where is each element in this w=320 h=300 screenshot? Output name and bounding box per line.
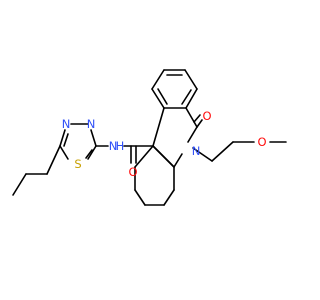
bond bbox=[134, 189, 146, 206]
bond bbox=[163, 189, 175, 206]
atom-n-ring-1: N bbox=[87, 117, 96, 131]
bond bbox=[59, 145, 69, 160]
atom-n-amide: N bbox=[109, 139, 118, 153]
bond bbox=[187, 126, 198, 143]
bond bbox=[63, 133, 69, 147]
bond bbox=[151, 69, 165, 90]
bond bbox=[196, 119, 203, 128]
bond bbox=[151, 88, 165, 109]
bond bbox=[181, 89, 192, 105]
bond bbox=[192, 147, 213, 162]
atom-s-ring: S bbox=[74, 157, 81, 171]
bond bbox=[85, 149, 93, 159]
bond bbox=[46, 145, 61, 175]
atom-o-ether: O bbox=[257, 135, 266, 149]
bond bbox=[59, 129, 66, 147]
bond bbox=[87, 145, 97, 160]
bonds bbox=[12, 69, 287, 206]
atom-o-lactam: O bbox=[202, 109, 211, 123]
bond bbox=[211, 141, 234, 162]
bond bbox=[157, 88, 168, 105]
bond bbox=[152, 107, 165, 147]
bond bbox=[184, 69, 198, 90]
bond bbox=[134, 145, 154, 168]
structure-diagram: O N O O N H N N S bbox=[12, 69, 287, 206]
atom-labels: O N O O N H N N S bbox=[62, 109, 267, 179]
atom-n-lactam: N bbox=[192, 144, 201, 158]
bond bbox=[173, 153, 183, 168]
atom-o-amide: O bbox=[128, 165, 137, 179]
bond bbox=[185, 107, 198, 128]
bond bbox=[193, 114, 201, 123]
atom-h-amide: H bbox=[116, 139, 125, 153]
bond bbox=[185, 88, 198, 109]
bond bbox=[12, 173, 27, 196]
bond bbox=[90, 129, 97, 147]
atom-n-ring-2: N bbox=[62, 117, 71, 131]
bond bbox=[152, 145, 175, 168]
